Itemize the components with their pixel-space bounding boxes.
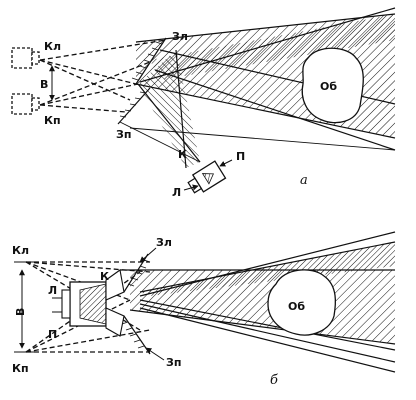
eye-right-lens-a bbox=[31, 97, 40, 111]
mirror-left-a bbox=[135, 37, 167, 85]
label-mirror-left-a: Зл bbox=[172, 30, 188, 43]
eye-left-lens-a bbox=[31, 51, 40, 65]
label-k-right-a: Кп bbox=[44, 114, 61, 127]
arrow-zp-b bbox=[145, 347, 165, 361]
label-object-b: Об bbox=[288, 300, 305, 313]
label-mirror-right-a: Зп bbox=[116, 128, 131, 141]
panel-b: Кл Кп В Л К П Зл Зп Об б bbox=[12, 231, 396, 388]
label-base-a: В bbox=[40, 78, 48, 91]
label-mirror-right-b: Зп bbox=[166, 356, 181, 369]
label-object-a: Об bbox=[320, 80, 337, 93]
camera-k-b bbox=[52, 281, 107, 327]
label-k-left-b: Кл bbox=[12, 244, 29, 257]
label-p-a: П bbox=[236, 150, 245, 163]
label-camera-a: К bbox=[178, 148, 187, 161]
label-base-b: В bbox=[14, 308, 27, 316]
eye-right-camera-a bbox=[11, 93, 33, 115]
prism-b bbox=[105, 269, 125, 337]
panel-label-b: б bbox=[270, 373, 278, 388]
label-k-right-b: Кп bbox=[12, 362, 29, 375]
panel-label-a: а bbox=[300, 173, 308, 188]
beam-overlap-region-b bbox=[140, 242, 395, 296]
panel-a: Кл Кп В Зл Зп К П Л Об а bbox=[11, 7, 396, 199]
label-p-b: П bbox=[48, 328, 57, 341]
beam-overlap-region-a bbox=[150, 14, 395, 80]
label-l-b: Л bbox=[48, 284, 57, 297]
label-l-a: Л bbox=[172, 186, 181, 199]
camera-cone-a bbox=[138, 50, 200, 168]
label-k-left-a: Кл bbox=[44, 40, 61, 53]
label-mirror-left-b: Зл bbox=[156, 236, 172, 249]
eye-left-camera-a bbox=[11, 47, 33, 69]
object-shape-b bbox=[267, 269, 337, 336]
arrow-l-a bbox=[183, 184, 199, 191]
arrow-p-a bbox=[219, 159, 233, 167]
arrow-zl-b bbox=[139, 247, 157, 263]
label-camera-b: К bbox=[100, 270, 109, 283]
camera-k-a bbox=[187, 160, 227, 194]
object-shape-a bbox=[301, 47, 364, 124]
